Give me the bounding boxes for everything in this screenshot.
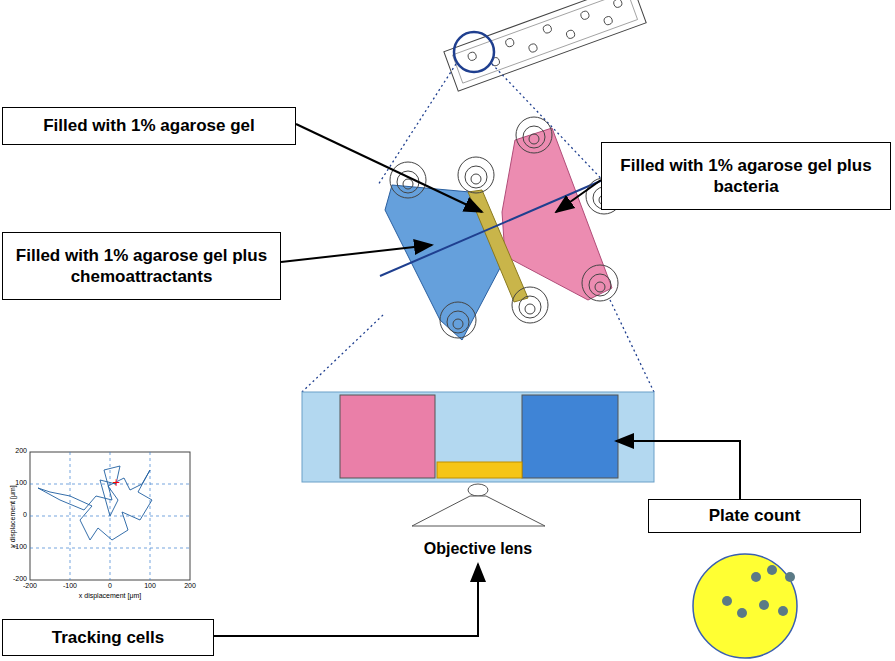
- tick-label: 100: [144, 582, 156, 589]
- method-box: Plate count: [648, 499, 861, 533]
- tick-label: 0: [23, 511, 27, 518]
- axis-title: y displacement [μm]: [9, 485, 16, 547]
- callout-box: Filled with 1% agarose gel: [2, 107, 296, 145]
- lens-label: Objective lens: [424, 540, 533, 558]
- callout-box: Filled with 1% agarose gel plus chemoatt…: [2, 232, 281, 300]
- method-box: Tracking cells: [2, 619, 214, 656]
- tick-label: -100: [63, 582, 77, 589]
- tick-label: 100: [15, 479, 27, 486]
- svg-text:+: +: [112, 477, 120, 488]
- tick-label: 200: [184, 582, 196, 589]
- tick-label: 200: [15, 447, 27, 454]
- callout-text: Filled with 1% agarose gel plus bacteria: [610, 155, 882, 198]
- callout-text: Plate count: [709, 505, 801, 526]
- axis-title: x displacement [μm]: [79, 592, 141, 599]
- tick-label: -200: [23, 582, 37, 589]
- callout-box: Filled with 1% agarose gel plus bacteria: [601, 142, 891, 210]
- callout-text: Tracking cells: [52, 627, 164, 648]
- tick-label: -100: [13, 543, 27, 550]
- callout-text: Filled with 1% agarose gel plus chemoatt…: [11, 245, 272, 288]
- callout-text: Filled with 1% agarose gel: [43, 115, 255, 136]
- tick-label: 0: [108, 582, 112, 589]
- tick-label: -200: [13, 575, 27, 582]
